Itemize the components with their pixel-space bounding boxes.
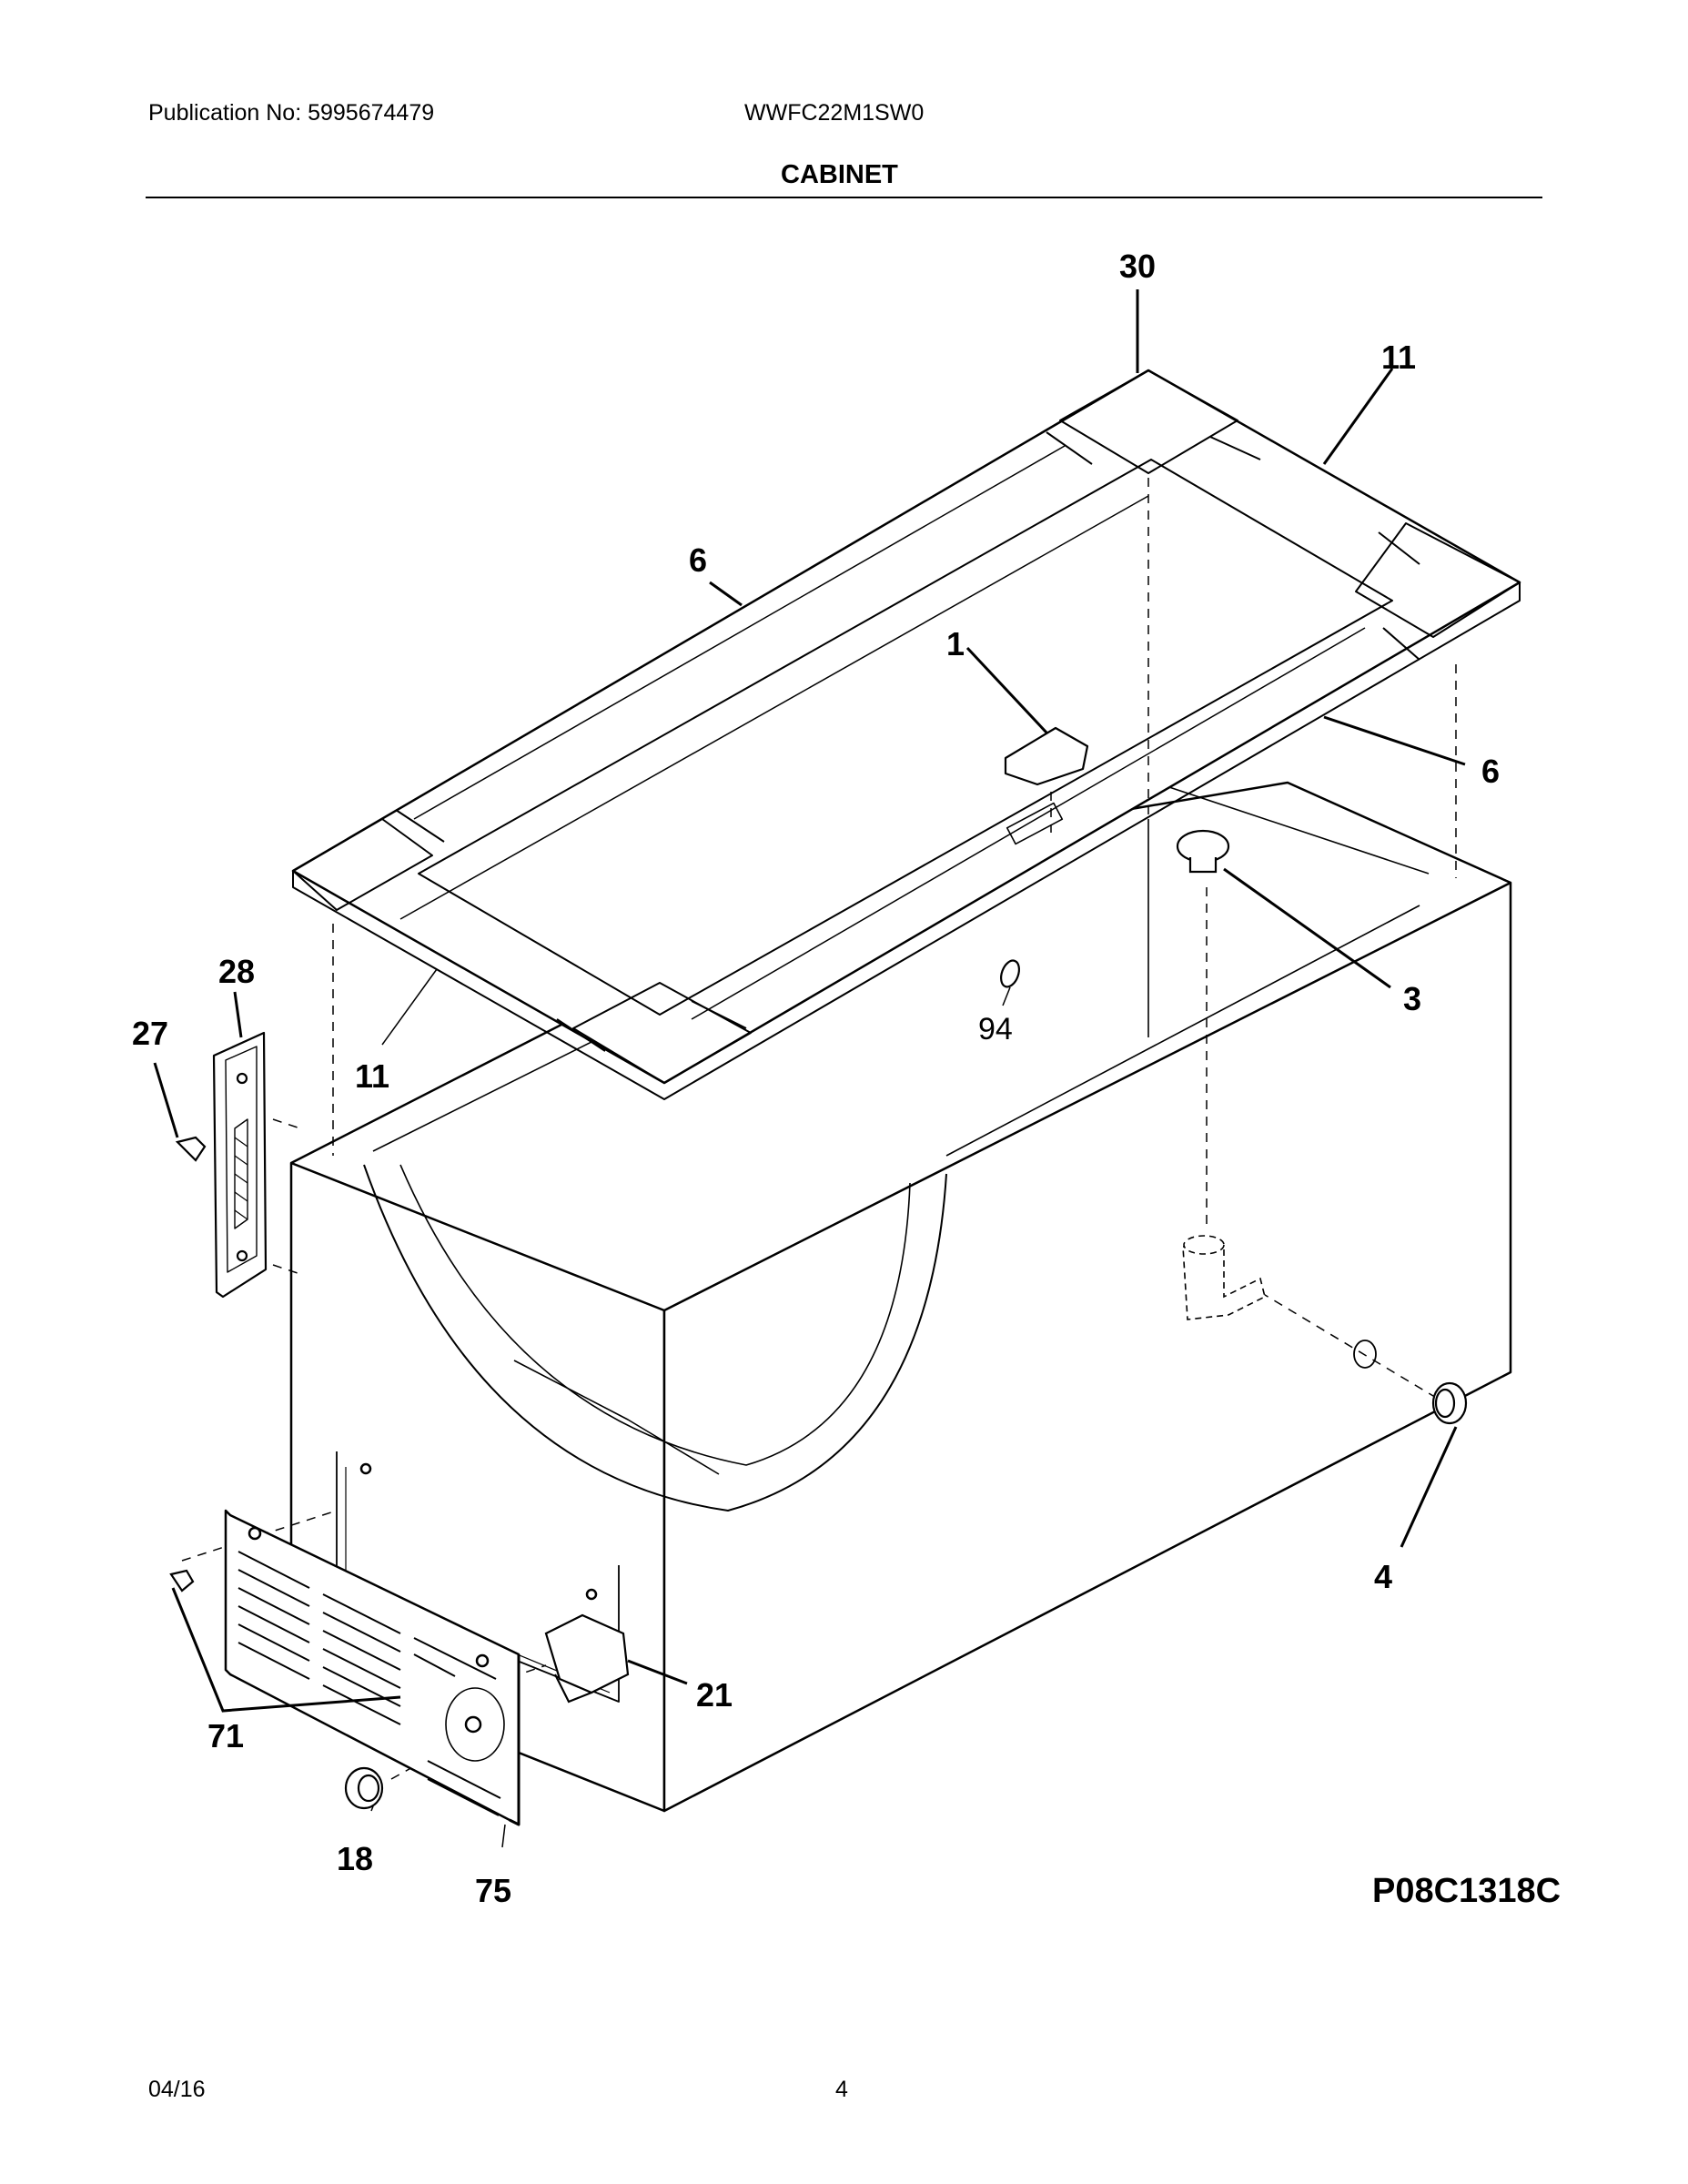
frame-thickness xyxy=(292,582,1521,1100)
mount-hole xyxy=(359,1462,372,1475)
grille-hole xyxy=(248,1526,262,1541)
leader-lines xyxy=(153,289,1466,1848)
cord-switch-tab xyxy=(554,1673,592,1704)
callout-6-left: 6 xyxy=(689,541,707,579)
drain-plug-stem xyxy=(1188,857,1218,874)
frame-joint xyxy=(395,809,445,843)
frame-joint xyxy=(556,1018,606,1052)
callout-94: 94 xyxy=(978,1012,1013,1046)
callout-11-top: 11 xyxy=(1381,339,1416,376)
grille-screw xyxy=(169,1569,195,1592)
callout-75: 75 xyxy=(475,1872,511,1909)
frame-joint xyxy=(1378,531,1420,565)
model-number: WWFC22M1SW0 xyxy=(744,100,925,126)
hinge-screw xyxy=(175,1136,207,1162)
grille xyxy=(224,1509,521,1826)
plug-button-inner xyxy=(357,1774,380,1803)
callout-6-right: 6 xyxy=(1481,753,1500,790)
o-ring xyxy=(1000,959,1020,988)
section-title: CABINET xyxy=(781,160,898,189)
callout-4: 4 xyxy=(1374,1558,1392,1595)
callout-30: 30 xyxy=(1119,248,1156,285)
callout-28: 28 xyxy=(218,953,255,990)
grille-vents xyxy=(238,1551,501,1816)
frame-corner-back xyxy=(1059,369,1238,474)
callout-numbers: 30 11 6 1 6 3 94 28 27 11 4 21 71 18 75 … xyxy=(132,248,1561,1910)
frame-strip-edge-2 xyxy=(691,627,1366,1020)
drain-hole xyxy=(1353,1340,1377,1369)
lid-lock xyxy=(1004,726,1089,786)
drain-tube xyxy=(1182,1235,1266,1320)
callout-71: 71 xyxy=(207,1717,244,1754)
footer-date: 04/16 xyxy=(148,2077,206,2102)
drain-plug-cap xyxy=(1176,829,1230,864)
cutaway-arc-outer xyxy=(363,1164,947,1512)
grille-edge xyxy=(509,1654,521,1826)
publication-number: Publication No: 5995674479 xyxy=(148,100,435,126)
drain-cap-inner xyxy=(1434,1388,1456,1419)
callout-27: 27 xyxy=(132,1015,168,1052)
liner-floor xyxy=(513,1360,720,1475)
callout-18: 18 xyxy=(337,1840,373,1877)
frame-corner-right xyxy=(1355,522,1521,638)
lock-slot xyxy=(1006,802,1064,845)
cutaway-arc-inner xyxy=(399,1164,911,1466)
grille-hole xyxy=(475,1653,490,1668)
grille-knob-center xyxy=(464,1715,482,1734)
frame-corner-front xyxy=(572,982,752,1084)
cabinet-end-face xyxy=(662,881,1512,1813)
cabinet-rim-inner-2 xyxy=(945,905,1420,1157)
frame-strip-edge-1 xyxy=(399,495,1149,920)
callout-1: 1 xyxy=(946,625,965,662)
hinge xyxy=(212,1031,268,1299)
frame-corner-left xyxy=(292,818,433,911)
footer-page-number: 4 xyxy=(835,2077,848,2102)
callout-3: 3 xyxy=(1403,980,1421,1017)
mount-hole xyxy=(585,1588,598,1601)
frame-joint xyxy=(1209,436,1261,460)
frame-strip-edge-3 xyxy=(413,445,1066,820)
frame-joint xyxy=(1382,627,1420,661)
cord-switch xyxy=(544,1613,630,1694)
figure-id: P08C1318C xyxy=(1372,1872,1561,1910)
callout-11-left: 11 xyxy=(355,1057,389,1095)
callout-21: 21 xyxy=(696,1676,733,1714)
frame-joint xyxy=(1046,431,1093,465)
frame-joint xyxy=(691,1000,747,1029)
header-rule xyxy=(146,197,1542,198)
liner-right xyxy=(1155,782,1430,875)
